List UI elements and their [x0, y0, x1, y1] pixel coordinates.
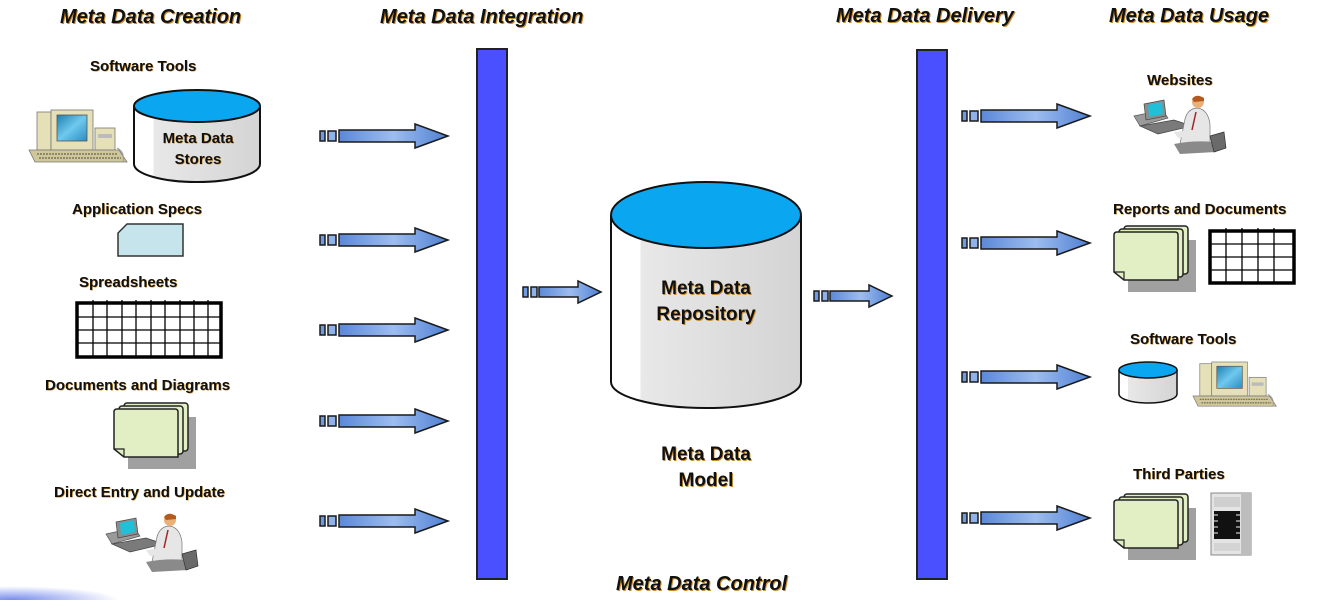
arrow-application-specs-to-integration	[319, 227, 449, 253]
column-title-integration: Meta Data Integration	[380, 6, 584, 28]
column-title-delivery: Meta Data Delivery	[836, 5, 1014, 27]
documents-icon	[1113, 225, 1197, 293]
source-label-direct-entry-and-update: Direct Entry and Update	[54, 484, 225, 501]
database-icon	[1118, 361, 1178, 404]
target-label-websites: Websites	[1147, 72, 1213, 89]
computer-icon	[28, 109, 128, 163]
repository-label-line2: Repository	[656, 304, 756, 325]
model-label-line1: Meta Data	[661, 444, 751, 465]
source-label-documents-and-diagrams: Documents and Diagrams	[45, 377, 231, 394]
delivery-bar	[916, 49, 948, 580]
arrow-delivery-to-reports	[961, 230, 1091, 256]
server-icon	[1210, 492, 1252, 556]
target-label-reports-and-documents: Reports and Documents	[1113, 201, 1287, 218]
card-icon	[117, 223, 184, 257]
database-icon	[133, 89, 261, 183]
repository-database-icon	[610, 181, 802, 409]
arrow-delivery-to-websites	[961, 103, 1091, 129]
arrow-direct-entry-to-integration	[319, 508, 449, 534]
control-label: Meta Data Control	[616, 573, 788, 595]
arrow-delivery-to-software-tools	[961, 364, 1091, 390]
arrow-integration-to-repository	[522, 280, 602, 304]
source-label-spreadsheets: Spreadsheets	[79, 274, 178, 291]
repository-label-line1: Meta Data	[661, 278, 751, 299]
arrow-repository-to-delivery	[813, 284, 893, 308]
repository-label: Meta Data Repository	[640, 276, 772, 328]
column-title-creation: Meta Data Creation	[60, 6, 242, 28]
model-label: Meta Data Model	[640, 442, 772, 494]
person-at-computer-icon	[105, 512, 199, 573]
arrow-software-tools-to-integration	[319, 123, 449, 149]
meta-data-stores-label: Meta Data Stores	[152, 128, 244, 170]
computer-icon	[1192, 361, 1277, 407]
documents-icon	[113, 402, 197, 470]
target-label-third-parties: Third Parties	[1133, 466, 1225, 483]
arrow-delivery-to-third-parties	[961, 505, 1091, 531]
arrow-documents-to-integration	[319, 408, 449, 434]
spreadsheet-icon	[1208, 228, 1296, 285]
arrow-spreadsheets-to-integration	[319, 317, 449, 343]
integration-bar	[476, 48, 508, 580]
corner-glow-decoration	[0, 586, 120, 600]
column-title-usage: Meta Data Usage	[1109, 5, 1270, 27]
target-label-software-tools: Software Tools	[1130, 331, 1237, 348]
source-label-software-tools: Software Tools	[90, 58, 197, 75]
documents-icon	[1113, 493, 1197, 561]
person-at-computer-icon	[1133, 94, 1227, 155]
spreadsheet-icon	[75, 298, 223, 359]
meta-data-stores-line2: Stores	[174, 151, 222, 168]
meta-data-stores-line1: Meta Data	[162, 130, 234, 147]
source-label-application-specs: Application Specs	[72, 201, 203, 218]
model-label-line2: Model	[678, 470, 734, 491]
